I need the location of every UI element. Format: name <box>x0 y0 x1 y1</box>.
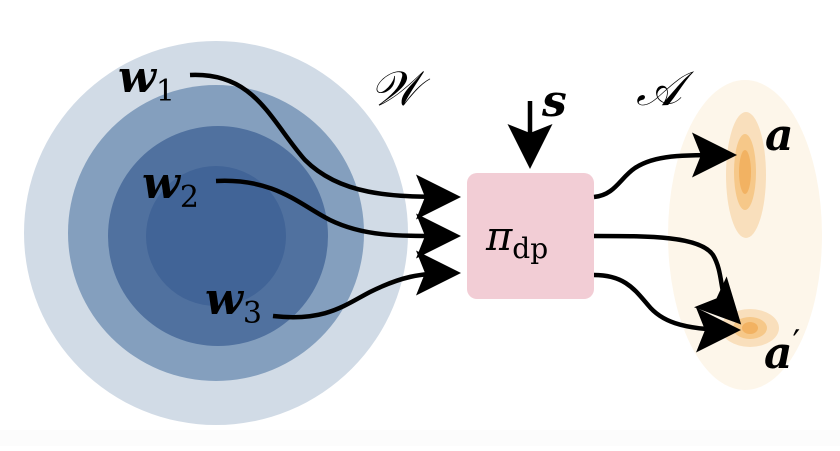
arrow-w2-to-policy <box>215 178 461 259</box>
policy-symbol: π <box>485 214 513 260</box>
arrow-policy-to-a <box>593 132 737 200</box>
action-a-prime-blob-core <box>742 322 758 334</box>
policy-label: πdp <box>485 214 548 265</box>
arrow-policy-to-a-prime-2 <box>593 272 741 353</box>
arrow-w3-to-policy <box>272 250 461 320</box>
action-a-label: a <box>765 110 794 161</box>
weight-ring-core <box>146 166 286 306</box>
footer-strip <box>0 430 840 446</box>
policy-box <box>467 173 594 299</box>
weight-sample-2-label: w2 <box>142 158 199 215</box>
weight-space-distribution <box>24 41 408 425</box>
action-a-prime-label: a′ <box>764 323 800 379</box>
arrow-w1-to-policy <box>189 72 461 220</box>
action-a-blob-core <box>739 150 751 194</box>
weight-space-label: 𝒲 <box>370 61 431 117</box>
arrow-policy-to-a-prime-1 <box>593 233 742 325</box>
weight-sample-3-label: w3 <box>205 274 262 331</box>
weight-sample-1-label: w1 <box>118 52 175 109</box>
action-space-label: 𝒜 <box>636 61 695 117</box>
state-label: s <box>541 76 567 127</box>
policy-subscript: dp <box>512 232 548 265</box>
